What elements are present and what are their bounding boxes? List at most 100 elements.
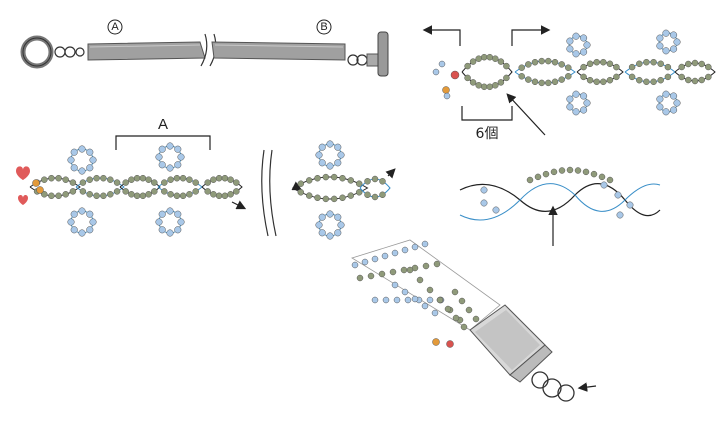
bead (580, 48, 588, 56)
bead (401, 288, 409, 296)
bead (86, 191, 93, 198)
bead (558, 76, 565, 83)
bead (657, 60, 664, 68)
bead (590, 170, 598, 178)
bead (113, 188, 121, 195)
clasp-finishing-diagram (351, 239, 597, 402)
bead (382, 296, 390, 304)
bead (531, 58, 539, 66)
bead (583, 41, 591, 49)
bead (492, 55, 499, 62)
bead (322, 173, 330, 181)
bead (367, 272, 375, 280)
bead-count-label: 6個 (476, 126, 499, 142)
break-mark (261, 149, 277, 237)
bead (698, 76, 705, 84)
count-bracket (461, 106, 513, 121)
bead (691, 77, 699, 85)
bead (78, 229, 86, 237)
bead (580, 34, 588, 42)
bead (78, 145, 86, 153)
bead (379, 191, 386, 199)
bead (670, 92, 678, 100)
bead (678, 63, 685, 71)
heart-icon (18, 195, 28, 205)
bead (416, 276, 424, 284)
bead (315, 151, 323, 159)
bead (55, 174, 62, 182)
end-cap-icon (469, 304, 553, 383)
end-a-label: A (107, 19, 123, 35)
bead (566, 103, 574, 111)
bead (315, 221, 323, 229)
bead (598, 173, 606, 181)
bead (400, 266, 408, 274)
bead (401, 246, 409, 254)
bead (133, 192, 141, 200)
bead (151, 188, 158, 195)
bead (593, 58, 600, 66)
bead (472, 315, 480, 323)
bead (580, 73, 587, 81)
bead (705, 73, 712, 81)
bead (107, 176, 114, 183)
bead (551, 78, 559, 86)
bead (318, 229, 326, 237)
bead (215, 192, 223, 200)
bead (122, 179, 129, 186)
band-left (87, 41, 206, 61)
bead (558, 167, 566, 174)
bead (48, 174, 55, 182)
bead (339, 174, 346, 182)
bead (656, 34, 664, 42)
bead (233, 188, 240, 195)
bead (497, 58, 505, 65)
bead (393, 296, 401, 304)
bead (330, 195, 338, 203)
bead (421, 240, 429, 248)
bead (221, 174, 229, 182)
bead (158, 161, 166, 169)
bead (322, 195, 330, 203)
bead (221, 192, 229, 200)
arrow-icon (511, 25, 551, 46)
bead (469, 58, 477, 65)
bead (166, 207, 174, 215)
bead (404, 296, 412, 304)
bead (173, 174, 181, 182)
bead (347, 192, 355, 199)
bead (86, 226, 94, 234)
bead (433, 260, 441, 268)
bead (86, 164, 94, 172)
bead (518, 73, 525, 80)
bead (678, 73, 685, 81)
bead (334, 159, 342, 167)
bead (70, 226, 78, 234)
bead (580, 106, 588, 114)
bead (460, 323, 468, 331)
bead (371, 193, 379, 201)
arrow-icon (422, 25, 461, 46)
bead (531, 78, 539, 86)
bead (314, 174, 321, 182)
bead (469, 79, 477, 86)
bead (586, 76, 594, 84)
bead (698, 60, 705, 68)
bead (480, 83, 488, 91)
bead (572, 90, 580, 98)
bead (361, 258, 369, 266)
bead (326, 232, 334, 240)
bead (480, 186, 488, 194)
bead (542, 170, 550, 178)
bead (411, 295, 419, 303)
bead (673, 99, 681, 107)
bead (67, 156, 75, 164)
bead (233, 179, 240, 186)
bead (326, 162, 334, 170)
bead (616, 211, 624, 219)
thread (459, 183, 661, 221)
bead (334, 213, 342, 221)
bead (656, 42, 664, 50)
bead (55, 192, 62, 200)
bead (166, 229, 174, 237)
